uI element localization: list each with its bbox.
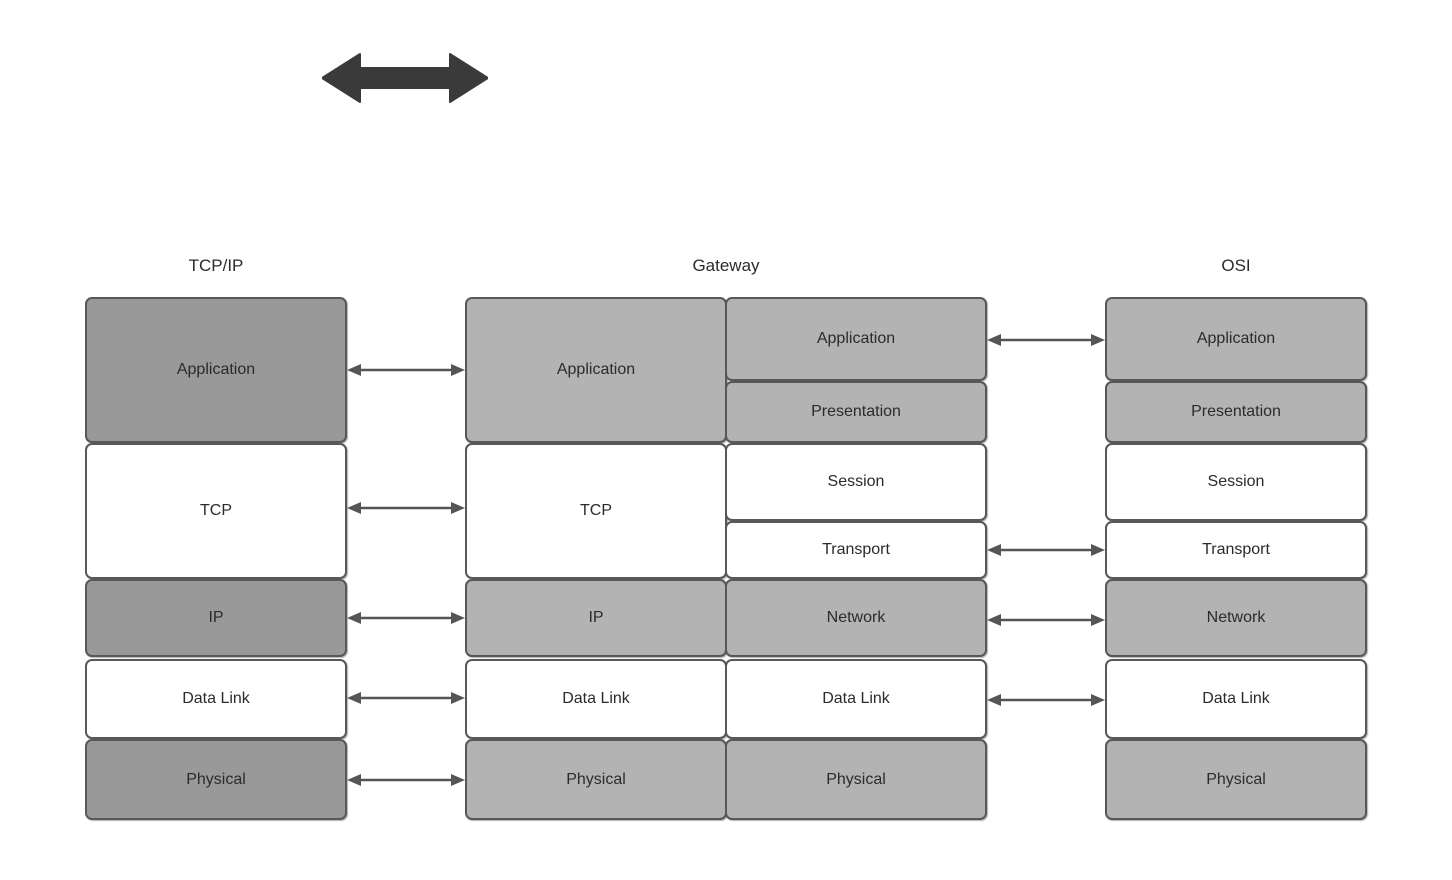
tcpip-layer-application[interactable]: Application	[85, 297, 347, 443]
double-headed-arrow-icon	[322, 50, 488, 106]
gateway-right-layer-presentation[interactable]: Presentation	[725, 381, 987, 443]
connector-tcpip-gateway-ip	[347, 608, 465, 628]
connector-tcpip-gateway-tcp	[347, 498, 465, 518]
column-title-gateway: Gateway	[692, 256, 760, 275]
connector-gateway-osi-transport	[987, 540, 1105, 560]
connector-tcpip-gateway-application	[347, 360, 465, 380]
osi-layer-network[interactable]: Network	[1105, 579, 1367, 657]
connector-gateway-osi-application	[987, 330, 1105, 350]
tcpip-layer-physical[interactable]: Physical	[85, 739, 347, 820]
osi-layer-transport[interactable]: Transport	[1105, 521, 1367, 579]
osi-layer-presentation[interactable]: Presentation	[1105, 381, 1367, 443]
gateway-left-layer-application[interactable]: Application	[465, 297, 727, 443]
connector-gateway-osi-network	[987, 610, 1105, 630]
connector-tcpip-gateway-data-link	[347, 688, 465, 708]
osi-layer-data-link[interactable]: Data Link	[1105, 659, 1367, 739]
connector-gateway-osi-data-link	[987, 690, 1105, 710]
gateway-right-layer-application[interactable]: Application	[725, 297, 987, 381]
connector-tcpip-gateway-physical	[347, 770, 465, 790]
tcpip-layer-data-link[interactable]: Data Link	[85, 659, 347, 739]
gateway-left-layer-data-link[interactable]: Data Link	[465, 659, 727, 739]
tcpip-layer-tcp[interactable]: TCP	[85, 443, 347, 579]
gateway-right-layer-data-link[interactable]: Data Link	[725, 659, 987, 739]
gateway-right-layer-physical[interactable]: Physical	[725, 739, 987, 820]
column-title-osi: OSI	[1221, 256, 1251, 275]
osi-layer-session[interactable]: Session	[1105, 443, 1367, 521]
gateway-right-layer-transport[interactable]: Transport	[725, 521, 987, 579]
osi-layer-application[interactable]: Application	[1105, 297, 1367, 381]
column-title-tcpip: TCP/IP	[188, 256, 244, 275]
gateway-left-layer-physical[interactable]: Physical	[465, 739, 727, 820]
osi-layer-physical[interactable]: Physical	[1105, 739, 1367, 820]
gateway-left-layer-ip[interactable]: IP	[465, 579, 727, 657]
gateway-right-layer-network[interactable]: Network	[725, 579, 987, 657]
tcpip-layer-ip[interactable]: IP	[85, 579, 347, 657]
gateway-right-layer-session[interactable]: Session	[725, 443, 987, 521]
gateway-left-layer-tcp[interactable]: TCP	[465, 443, 727, 579]
